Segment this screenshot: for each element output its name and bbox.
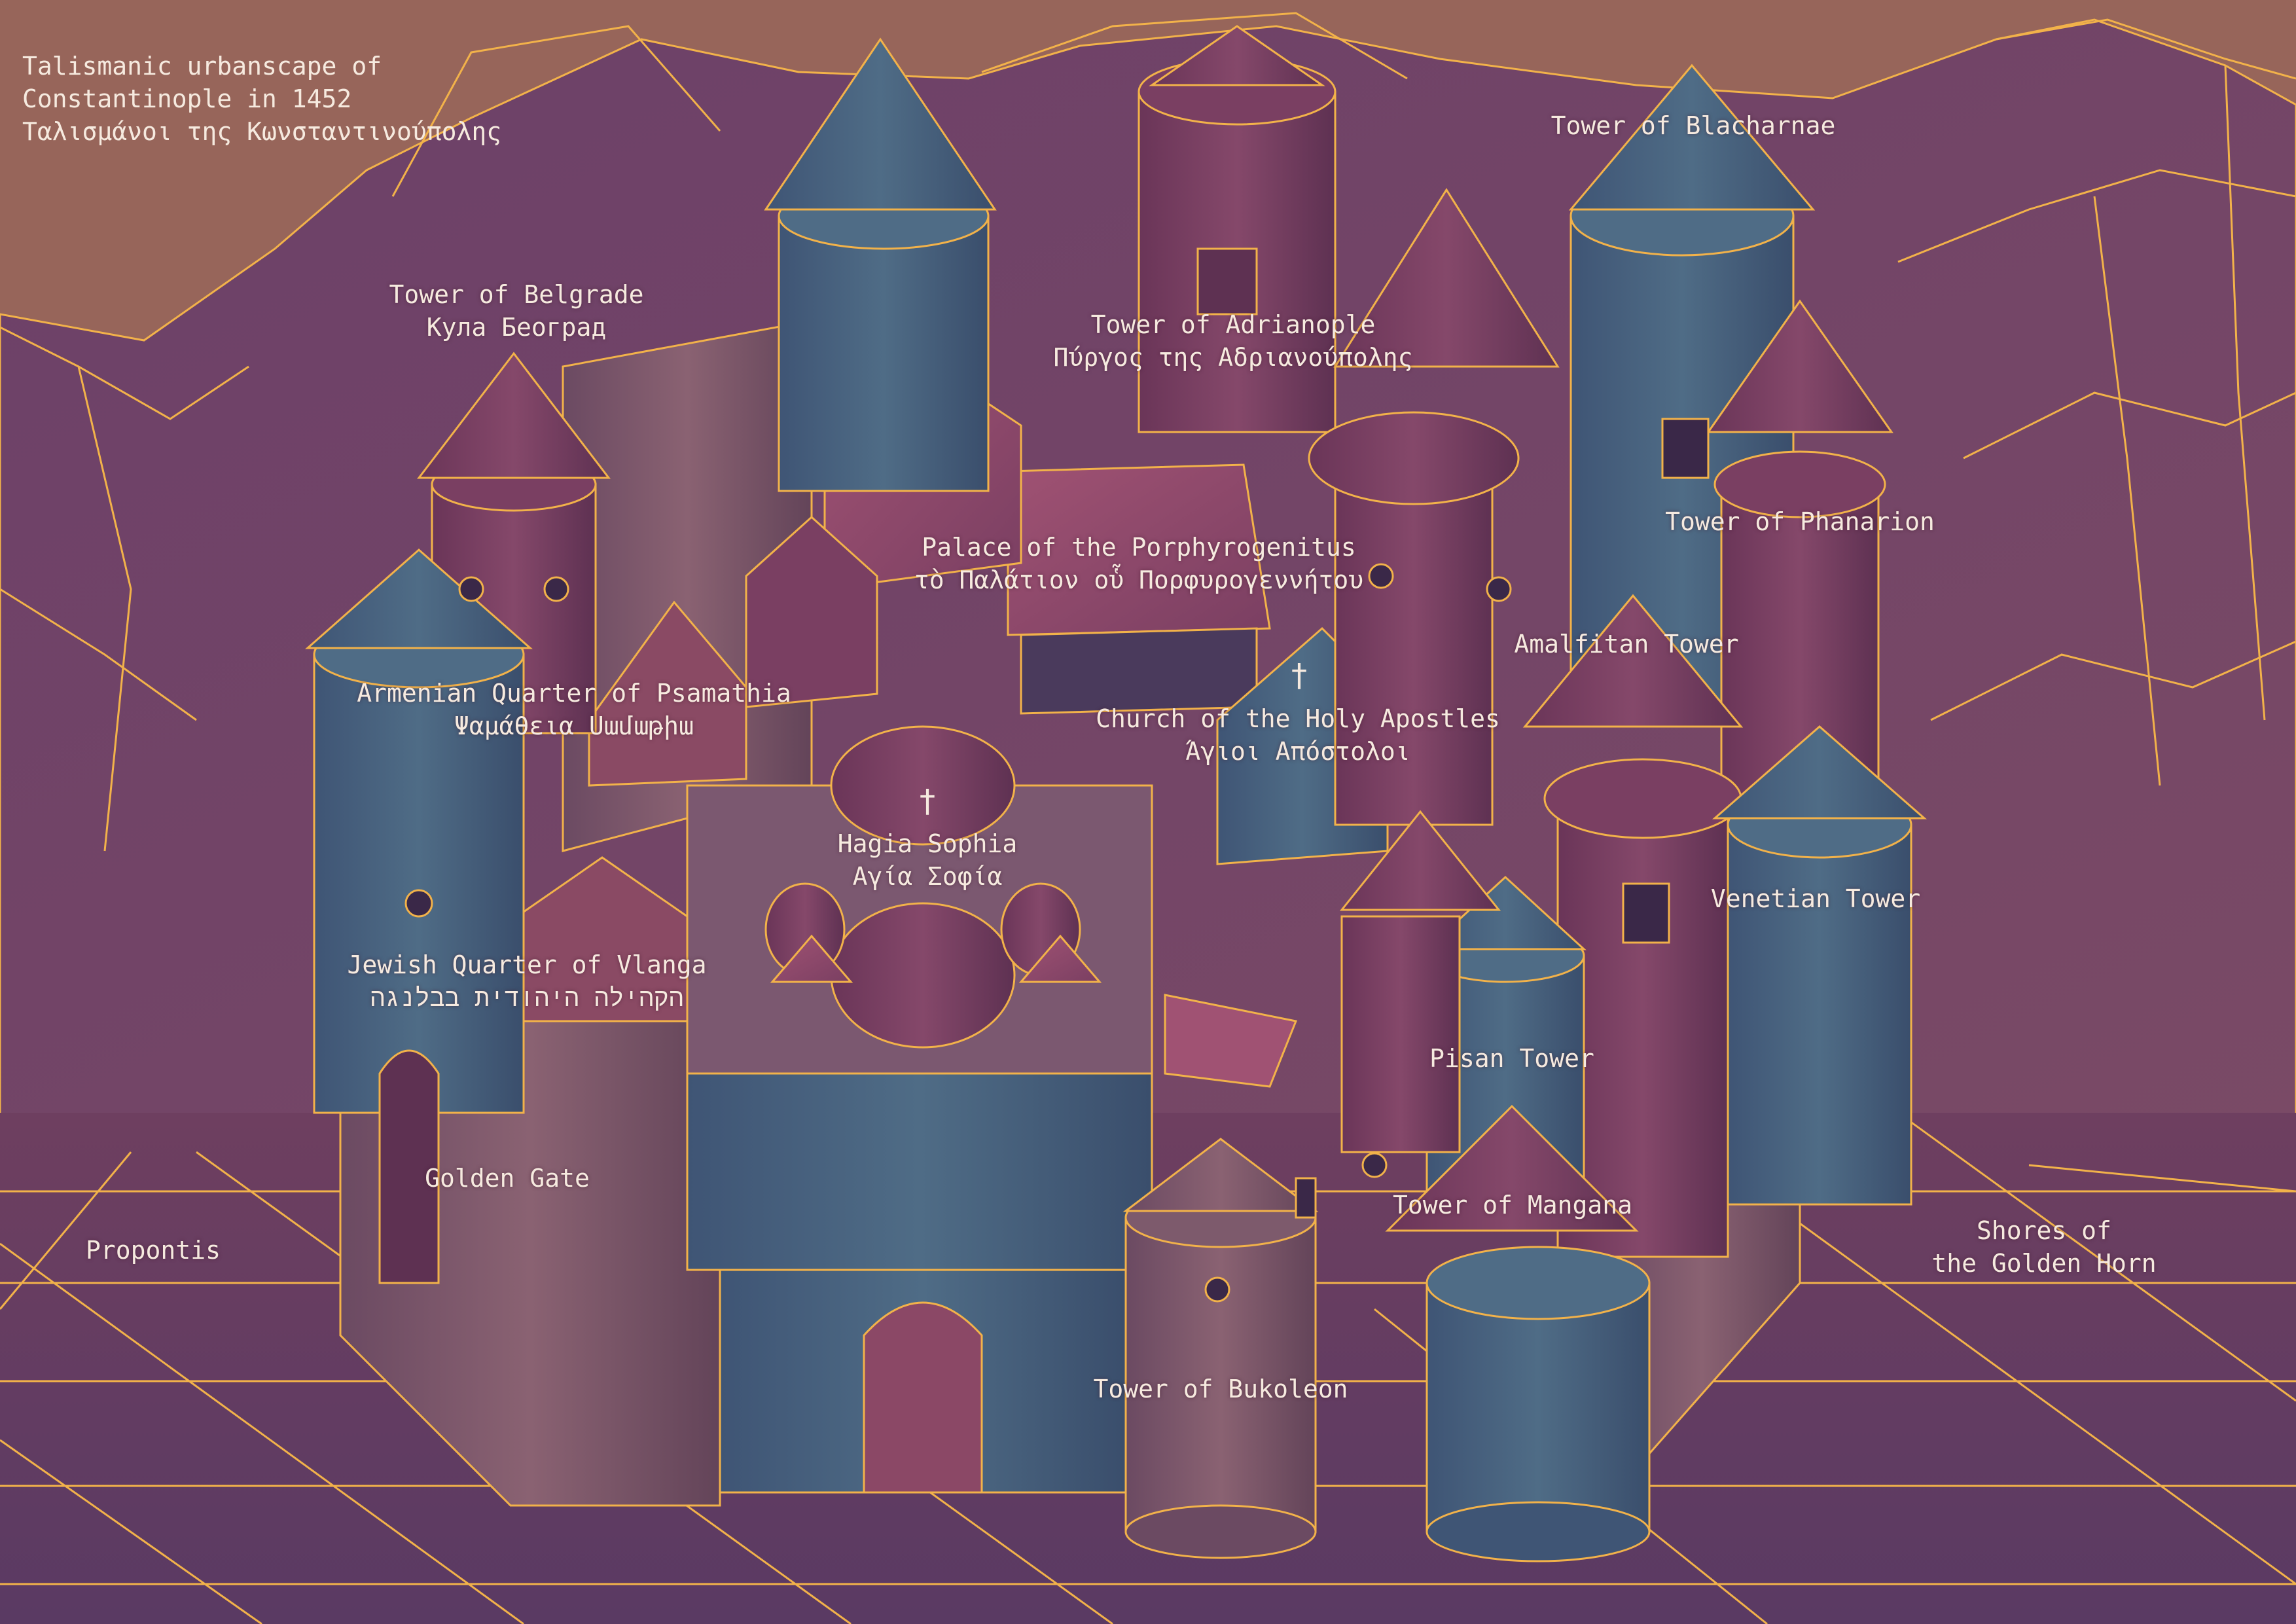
label-text: Tower of Mangana [1393,1189,1632,1221]
map-title: Talismanic urbanscape of Constantinople … [22,50,501,148]
label-text: Armenian Quarter of Psamathia [357,677,791,710]
label-text: Jewish Quarter of Vlanga [347,948,706,981]
label-golden-gate: Golden Gate [425,1162,590,1195]
label-text: הקהילה היהודית בבלנגה [347,981,706,1014]
label-text: Tower of Belgrade [389,278,644,311]
label-text: Αγία Σοφία [838,860,1018,893]
title-line: Talismanic urbanscape of [22,50,501,82]
label-text: Amalfitan Tower [1514,628,1738,660]
label-text: Ψαμάθεια Սամաթիա [357,710,791,742]
label-text: Church of the Holy Apostles [1096,702,1500,735]
label-amalfitan-tower: Amalfitan Tower [1514,628,1738,660]
label-text: Hagia Sophia [838,827,1018,860]
label-tower-of-bukoleon: Tower of Bukoleon [1094,1373,1348,1405]
label-text: Πύργος της Αδριανούπολης [1053,341,1412,374]
label-tower-of-adrianople: Tower of Adrianople Πύργος της Αδριανούπ… [1053,308,1412,374]
title-line: Ταλισμάνοι της Κωνσταντινούπολης [22,115,501,148]
label-text: the Golden Horn [1931,1247,2156,1280]
label-text: Tower of Adrianople [1053,308,1412,341]
label-text: Propontis [86,1234,221,1267]
label-church-holy-apostles: Church of the Holy Apostles Άγιοι Απόστο… [1096,702,1500,768]
cross-icon: † [920,783,935,820]
label-text: Pisan Tower [1429,1042,1594,1075]
label-tower-of-belgrade: Tower of Belgrade Кула Београд [389,278,644,344]
label-venetian-tower: Venetian Tower [1711,882,1920,915]
label-propontis: Propontis [86,1234,221,1267]
label-pisan-tower: Pisan Tower [1429,1042,1594,1075]
label-text: Shores of [1931,1214,2156,1247]
label-hagia-sophia: Hagia Sophia Αγία Σοφία [838,827,1018,893]
label-tower-of-phanarion: Tower of Phanarion [1665,505,1935,538]
label-armenian-quarter: Armenian Quarter of Psamathia Ψαμάθεια Ս… [357,677,791,742]
label-text: Tower of Bukoleon [1094,1373,1348,1405]
label-tower-of-mangana: Tower of Mangana [1393,1189,1632,1221]
label-tower-of-blacharnae: Tower of Blacharnae [1551,109,1836,142]
label-text: Tower of Phanarion [1665,505,1935,538]
label-text: Golden Gate [425,1162,590,1195]
label-text: Palace of the Porphyrogenitus [914,531,1363,564]
label-text: Кула Београд [389,311,644,344]
label-text: Venetian Tower [1711,882,1920,915]
title-line: Constantinople in 1452 [22,82,501,115]
label-text: τὸ Παλάτιον οὗ Πορφυρογεννήτου [914,564,1363,596]
label-palace-porphyrogenitus: Palace of the Porphyrogenitus τὸ Παλάτιο… [914,531,1363,596]
label-shores-golden-horn: Shores of the Golden Horn [1931,1214,2156,1280]
cross-icon: † [1291,657,1307,694]
label-text: Tower of Blacharnae [1551,109,1836,142]
label-text: Άγιοι Απόστολοι [1096,735,1500,768]
label-jewish-quarter: Jewish Quarter of Vlanga הקהילה היהודית … [347,948,706,1014]
